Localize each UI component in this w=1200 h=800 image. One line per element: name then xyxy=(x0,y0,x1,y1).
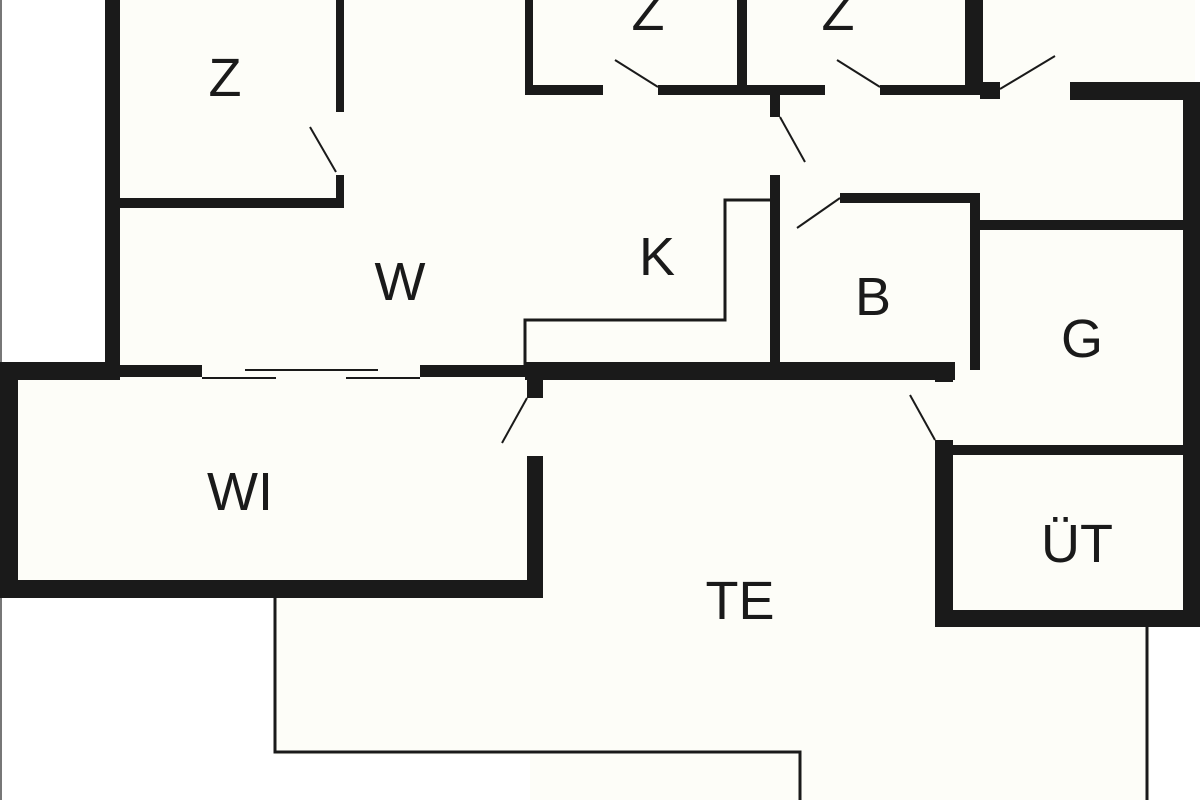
room-label-wi: WI xyxy=(207,462,273,522)
walls xyxy=(0,0,1200,627)
kitchen-counter xyxy=(523,198,772,365)
room-label-te: TE xyxy=(705,571,774,631)
window xyxy=(202,369,420,379)
room-label-w: W xyxy=(375,252,426,312)
room-label-z: Z xyxy=(822,0,855,42)
room-label-b: B xyxy=(855,267,891,327)
terrace-outline xyxy=(273,598,802,800)
floor-fill xyxy=(10,0,1195,800)
room-label-z: Z xyxy=(209,48,242,108)
room-label-k: K xyxy=(639,227,675,287)
room-label-z: Z xyxy=(632,0,665,42)
room-label-ut: ÜT xyxy=(1041,514,1113,574)
door-swings xyxy=(309,55,1056,444)
room-label-g: G xyxy=(1061,309,1103,369)
